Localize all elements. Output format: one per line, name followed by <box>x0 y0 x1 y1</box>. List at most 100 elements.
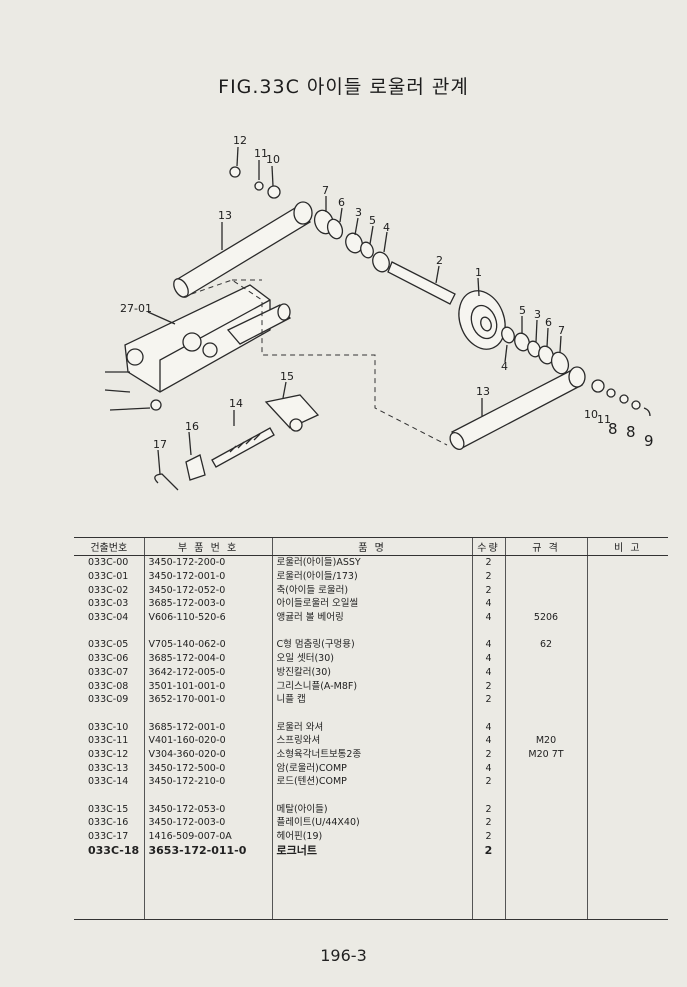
cell-remarks <box>586 816 668 830</box>
cell-spec <box>504 679 587 693</box>
callout-9: 9 <box>644 432 654 450</box>
callout-12: 12 <box>233 134 247 147</box>
frame-bracket <box>104 284 291 411</box>
figure-title: FIG.33C 아이들 로울러 관계 <box>218 76 469 98</box>
blank-cell <box>471 857 505 921</box>
spacer-cell <box>143 624 272 639</box>
col-part-no: 부 품 번 호 <box>143 537 272 556</box>
cell-item-no: 033C-11 <box>88 735 129 747</box>
grease-nipple-shape <box>254 181 264 191</box>
cell-spec: 62 <box>504 638 587 652</box>
cell-remarks <box>586 692 668 707</box>
cell-spec <box>504 692 587 707</box>
cell-part-no: 3450-172-053-0 <box>143 802 272 817</box>
callout-4b: 4 <box>501 360 508 373</box>
cell-qty: 4 <box>471 761 505 775</box>
cell-part-name: 그리스니플(A-M8F) <box>271 679 472 693</box>
cell-remarks <box>586 638 668 652</box>
cell-part-no: 3685-172-003-0 <box>143 597 272 611</box>
cell-item-no: 033C-12 <box>88 748 129 760</box>
cell-qty: 2 <box>471 843 505 858</box>
cell-part-no: 3450-172-500-0 <box>143 761 272 775</box>
callout-8: 8 <box>626 423 636 441</box>
cell-item-no: 033C-00 <box>88 557 129 569</box>
leader-lines <box>147 146 562 475</box>
spacer-cell <box>74 789 144 803</box>
blank-cell <box>504 857 587 921</box>
cell-part-name: 헤어핀(19) <box>271 829 472 844</box>
cell-spec: M20 7T <box>504 747 587 762</box>
spacer-cell <box>504 788 587 803</box>
shaft-shape <box>387 261 456 305</box>
callout-11: 11 <box>254 147 268 160</box>
cell-spec: 5206 <box>504 610 587 625</box>
cell-part-no: 3501-101-001-0 <box>143 679 272 693</box>
exploded-parts-diagram: 12 11 10 13 7 6 3 5 4 2 1 5 3 6 7 4 13 1… <box>104 134 654 491</box>
spacer-cell <box>471 788 505 803</box>
cell-qty: 4 <box>471 610 505 625</box>
cell-remarks <box>586 802 668 817</box>
cell-remarks <box>586 747 668 762</box>
spacer-cell <box>271 788 472 803</box>
callout-10b: 10 <box>584 408 598 421</box>
cell-part-name: 로울러(아이들/173) <box>271 569 472 584</box>
callout-7: 7 <box>322 184 329 197</box>
callout-13b: 13 <box>476 385 490 398</box>
cell-part-name: 메탈(아이들) <box>271 802 472 817</box>
callout-10: 10 <box>266 153 280 166</box>
cell-part-name: 암(로울러)COMP <box>271 761 472 775</box>
cell-remarks <box>586 761 668 775</box>
cell-item-no: 033C-15 <box>88 803 129 815</box>
cell-spec <box>504 802 587 817</box>
spacer-cell <box>586 624 668 639</box>
cell-part-no: 3642-172-005-0 <box>143 665 272 680</box>
cell-qty: 2 <box>471 816 505 830</box>
cell-part-no: 3450-172-052-0 <box>143 583 272 598</box>
page-number: 196-3 <box>320 946 367 965</box>
callout-27-01: 27-01 <box>120 302 152 315</box>
cell-part-no: V606-110-520-6 <box>143 610 272 625</box>
cell-part-no: 3450-172-210-0 <box>143 775 272 789</box>
callout-7b: 7 <box>558 324 565 337</box>
cell-spec <box>504 816 587 830</box>
spacer-cell <box>586 706 668 721</box>
cell-qty: 2 <box>471 679 505 693</box>
spacer-cell <box>271 706 472 721</box>
upper-arm-assembly <box>173 166 651 451</box>
cell-spec <box>504 583 587 598</box>
cell-item-no: 033C-06 <box>88 653 129 665</box>
cell-qty: 4 <box>471 597 505 611</box>
cell-remarks <box>586 775 668 789</box>
cell-part-name: 축(아이들 로울러) <box>271 583 472 598</box>
cell-part-name: 오일 셋터(30) <box>271 651 472 666</box>
cell-part-no: 3450-172-003-0 <box>143 816 272 830</box>
spacer-row <box>74 624 668 639</box>
cell-spec: M20 <box>504 733 587 748</box>
blank-cell <box>74 857 144 921</box>
cell-remarks <box>586 583 668 598</box>
cell-item-no: 033C-18 <box>88 843 140 857</box>
cell-spec <box>504 720 587 734</box>
cell-qty: 2 <box>471 583 505 598</box>
cell-item-no: 033C-16 <box>88 817 129 829</box>
cell-item-no: 033C-17 <box>88 831 129 843</box>
spring-washer-shape <box>267 185 281 199</box>
cell-item-no: 033C-07 <box>88 666 129 678</box>
callout-3b: 3 <box>534 308 541 321</box>
spacer-cell <box>504 706 587 721</box>
cell-remarks <box>586 555 668 570</box>
spacer-cell <box>471 624 505 639</box>
cell-remarks <box>586 733 668 748</box>
cell-item-no: 033C-13 <box>88 762 129 774</box>
cell-qty: 2 <box>471 802 505 817</box>
cell-qty: 2 <box>471 829 505 844</box>
